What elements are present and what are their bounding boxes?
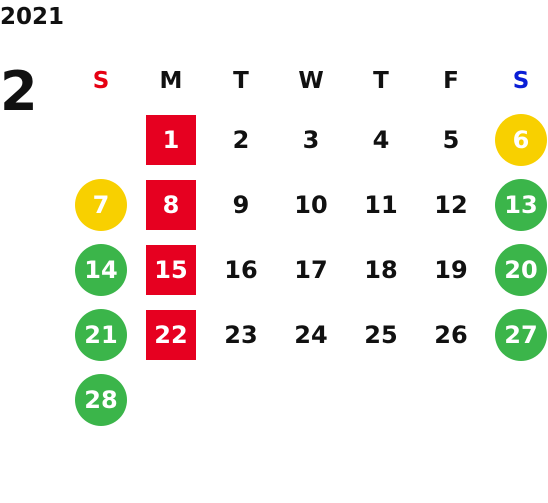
day-number: 2 [232, 125, 250, 154]
day-number: 18 [364, 255, 398, 284]
day-number: 11 [364, 190, 398, 219]
day-marker-green: 21 [75, 308, 127, 361]
day-number: 25 [364, 320, 398, 349]
day-number: 26 [434, 320, 468, 349]
day-cell[interactable]: 20 [486, 237, 548, 302]
weekday-sunday: S [92, 68, 110, 94]
day-cell[interactable]: 7 [66, 172, 136, 237]
day-cell[interactable]: 11 [346, 172, 416, 237]
day-cell[interactable]: 19 [416, 237, 486, 302]
day-marker-red: 1 [146, 114, 196, 165]
day-marker-red: 22 [146, 309, 196, 360]
day-cell[interactable]: 15 [136, 237, 206, 302]
day-number: 5 [442, 125, 460, 154]
day-cell[interactable]: 23 [206, 302, 276, 367]
weekday-thursday: T [373, 68, 389, 94]
week-row-2: 7 8 9 10 11 12 13 [66, 172, 548, 237]
day-cell[interactable]: 13 [486, 172, 548, 237]
day-number: 23 [224, 320, 258, 349]
day-marker-yellow: 6 [495, 113, 547, 166]
week-row-4: 21 22 23 24 25 26 27 [66, 302, 548, 367]
day-cell[interactable]: 26 [416, 302, 486, 367]
day-cell[interactable]: 6 [486, 107, 548, 172]
month-label: 2 [0, 60, 38, 123]
day-number: 19 [434, 255, 468, 284]
day-cell[interactable]: 10 [276, 172, 346, 237]
day-cell[interactable]: 22 [136, 302, 206, 367]
day-cell-empty [136, 367, 206, 432]
day-cell[interactable]: 3 [276, 107, 346, 172]
day-cell[interactable]: 28 [66, 367, 136, 432]
day-marker-green: 13 [495, 178, 547, 231]
day-cell[interactable]: 2 [206, 107, 276, 172]
day-cell[interactable]: 27 [486, 302, 548, 367]
day-number: 4 [372, 125, 390, 154]
day-marker-red: 8 [146, 179, 196, 230]
day-marker-green: 27 [495, 308, 547, 361]
day-cell[interactable]: 12 [416, 172, 486, 237]
day-marker-green: 20 [495, 243, 547, 296]
day-cell-empty [206, 367, 276, 432]
day-number: 3 [302, 125, 320, 154]
day-marker-green: 14 [75, 243, 127, 296]
weekday-wednesday: W [298, 68, 324, 94]
day-cell[interactable]: 8 [136, 172, 206, 237]
day-cell[interactable]: 14 [66, 237, 136, 302]
weekday-monday: M [159, 68, 183, 94]
day-marker-yellow: 7 [75, 178, 127, 231]
day-number: 24 [294, 320, 328, 349]
calendar-grid: S M T W T F S 1 2 3 4 5 6 7 8 9 10 11 12… [66, 55, 548, 432]
day-marker-green: 28 [75, 373, 127, 426]
day-cell[interactable]: 4 [346, 107, 416, 172]
day-cell[interactable]: 17 [276, 237, 346, 302]
day-cell[interactable]: 9 [206, 172, 276, 237]
day-marker-red: 15 [146, 244, 196, 295]
day-cell-empty [346, 367, 416, 432]
day-number: 12 [434, 190, 468, 219]
day-number: 10 [294, 190, 328, 219]
day-cell[interactable]: 24 [276, 302, 346, 367]
weekday-friday: F [443, 68, 459, 94]
weekday-tuesday: T [233, 68, 249, 94]
year-label: 2021 [0, 4, 65, 30]
day-cell-empty [276, 367, 346, 432]
day-cell[interactable]: 25 [346, 302, 416, 367]
day-cell-empty [486, 367, 548, 432]
weekday-saturday: S [512, 68, 530, 94]
day-number: 16 [224, 255, 258, 284]
day-number: 9 [232, 190, 250, 219]
weekday-header-row: S M T W T F S [66, 55, 548, 107]
day-cell[interactable]: 16 [206, 237, 276, 302]
day-cell[interactable]: 5 [416, 107, 486, 172]
day-cell-empty [416, 367, 486, 432]
day-cell[interactable]: 18 [346, 237, 416, 302]
week-row-3: 14 15 16 17 18 19 20 [66, 237, 548, 302]
day-cell-empty [66, 107, 136, 172]
week-row-1: 1 2 3 4 5 6 [66, 107, 548, 172]
day-cell[interactable]: 1 [136, 107, 206, 172]
day-cell[interactable]: 21 [66, 302, 136, 367]
week-row-5: 28 [66, 367, 548, 432]
day-number: 17 [294, 255, 328, 284]
